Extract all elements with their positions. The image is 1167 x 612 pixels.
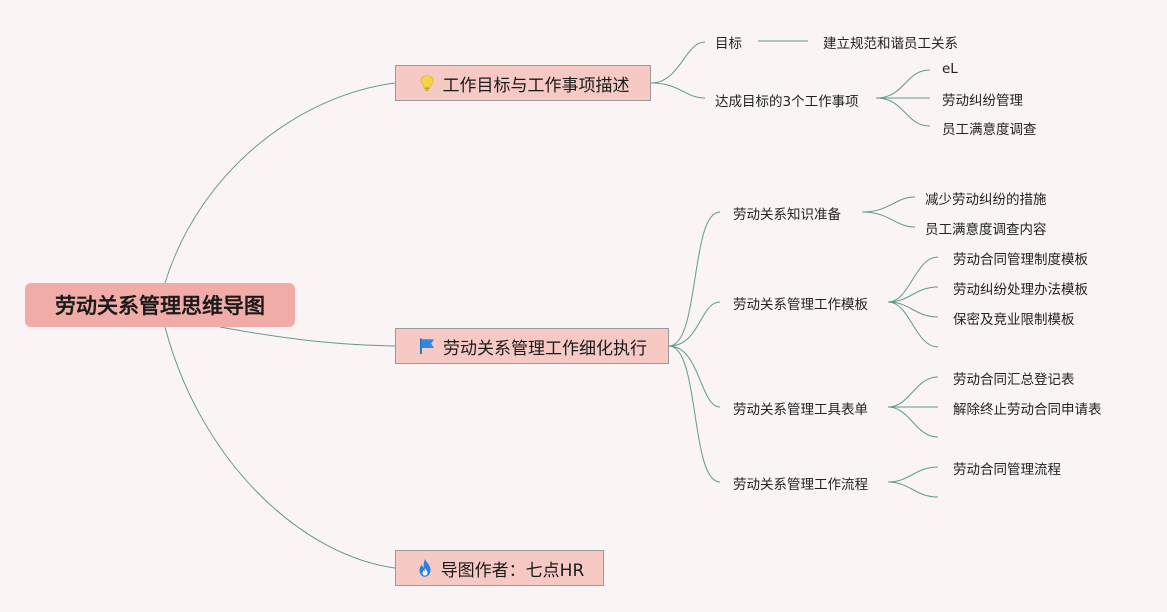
flag-icon [417,336,437,356]
edge-tools-leaf-1 [887,376,939,408]
edge-prep-leaf-2 [861,211,916,228]
edge-tools-leaf-3 [887,406,939,438]
edge-template-leaf-1 [887,256,939,303]
leaf-template-1[interactable]: 劳动合同管理制度模板 [953,252,1088,268]
root-node[interactable]: 劳动关系管理思维导图 [25,283,295,327]
edge-root-branch-1 [164,82,396,284]
leaf-template-3[interactable]: 保密及竞业限制模板 [953,312,1075,328]
edge-flow-leaf-2 [887,481,939,498]
edge-b1-items [650,82,706,99]
edge-b1-goal [650,41,706,84]
branch-label: 工作目标与工作事项描述 [442,75,630,96]
leaf-items-2[interactable]: 劳动纠纷管理 [942,93,1023,109]
leaf-tools-1[interactable]: 劳动合同汇总登记表 [953,372,1075,388]
leaf-prep-2[interactable]: 员工满意度调查内容 [925,222,1047,238]
edge-prep-leaf-1 [861,196,916,213]
topic-tool-forms[interactable]: 劳动关系管理工具表单 [733,402,868,418]
leaf-goal-1[interactable]: 建立规范和谐员工关系 [823,36,958,52]
leaf-items-1[interactable]: eL [942,61,958,77]
edge-b2-prep [668,211,721,347]
branch-label: 劳动关系管理工作细化执行 [443,338,647,359]
topic-templates[interactable]: 劳动关系管理工作模板 [733,297,868,313]
branch-node-goals[interactable]: 工作目标与工作事项描述 [395,65,651,101]
fire-icon [415,558,435,578]
edge-items-leaf-1 [875,69,931,99]
branch-node-author[interactable]: 导图作者：七点HR [395,550,604,586]
edge-b2-tools [668,345,721,408]
topic-three-items[interactable]: 达成目标的3个工作事项 [715,94,859,110]
edge-flow-leaf-1 [887,466,939,483]
leaf-items-3[interactable]: 员工满意度调查 [942,122,1037,138]
topic-goal[interactable]: 目标 [715,36,742,52]
leaf-flow-1[interactable]: 劳动合同管理流程 [953,462,1061,478]
leaf-tools-2[interactable]: 解除终止劳动合同申请表 [953,402,1102,418]
leaf-template-2[interactable]: 劳动纠纷处理办法模板 [953,282,1088,298]
edge-root-branch-3 [164,326,396,569]
edge-template-leaf-4 [887,301,939,348]
leaf-prep-1[interactable]: 减少劳动纠纷的措施 [925,192,1047,208]
edge-template-leaf-2 [887,286,939,303]
edge-items-leaf-3 [875,97,931,127]
root-label: 劳动关系管理思维导图 [55,294,265,318]
lightbulb-icon [417,73,437,93]
branch-node-execution[interactable]: 劳动关系管理工作细化执行 [395,328,669,364]
topic-workflow[interactable]: 劳动关系管理工作流程 [733,477,868,493]
branch-label: 导图作者：七点HR [440,560,585,581]
edge-b2-template [668,301,721,347]
edge-b2-flow [668,345,721,483]
topic-knowledge-prep[interactable]: 劳动关系知识准备 [733,207,841,223]
edge-root-branch-2 [219,326,396,347]
